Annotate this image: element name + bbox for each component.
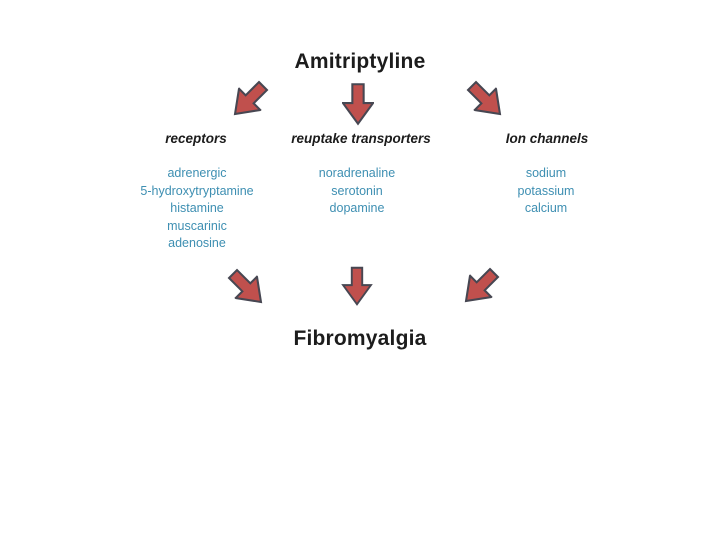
column-header-ion-channels: Ion channels: [505, 131, 589, 146]
column-header-reuptake-transporters: reuptake transporters: [291, 131, 431, 146]
list-item: 5-hydroxytryptamine: [140, 183, 254, 198]
arrow-down-icon: [329, 258, 385, 314]
list-item: sodium: [525, 166, 567, 180]
reuptake-transporters-list: noradrenaline serotonin dopamine: [257, 165, 457, 218]
drug-title: Amitriptyline: [294, 50, 426, 73]
receptors-list: adrenergic 5-hydroxytryptamine histamine…: [97, 165, 297, 253]
list-item: dopamine: [329, 201, 385, 215]
block-arrow-icon: [459, 73, 513, 127]
list-item: potassium: [517, 183, 575, 198]
arrow-down-left-icon: [221, 72, 277, 128]
list-item: calcium: [524, 201, 568, 215]
outcome-title: Fibromyalgia: [293, 327, 427, 350]
list-item: noradrenaline: [318, 166, 396, 180]
block-arrow-icon: [342, 82, 374, 126]
list-item: muscarinic: [167, 218, 227, 233]
arrow-down-icon: [330, 76, 386, 132]
block-arrow-icon: [341, 266, 373, 306]
list-item: serotonin: [331, 183, 383, 198]
column-header-receptors: receptors: [165, 131, 227, 146]
ion-channels-list: sodium potassium calcium: [446, 165, 646, 218]
arrow-down-right-icon: [219, 260, 275, 316]
list-item: adenosine: [168, 236, 226, 250]
block-arrow-icon: [220, 261, 274, 315]
arrow-down-right-icon: [458, 72, 514, 128]
arrow-down-left-icon: [452, 259, 508, 315]
list-item: histamine: [170, 201, 224, 215]
list-item: adrenergic: [167, 166, 227, 180]
block-arrow-icon: [453, 260, 507, 314]
block-arrow-icon: [222, 73, 276, 127]
